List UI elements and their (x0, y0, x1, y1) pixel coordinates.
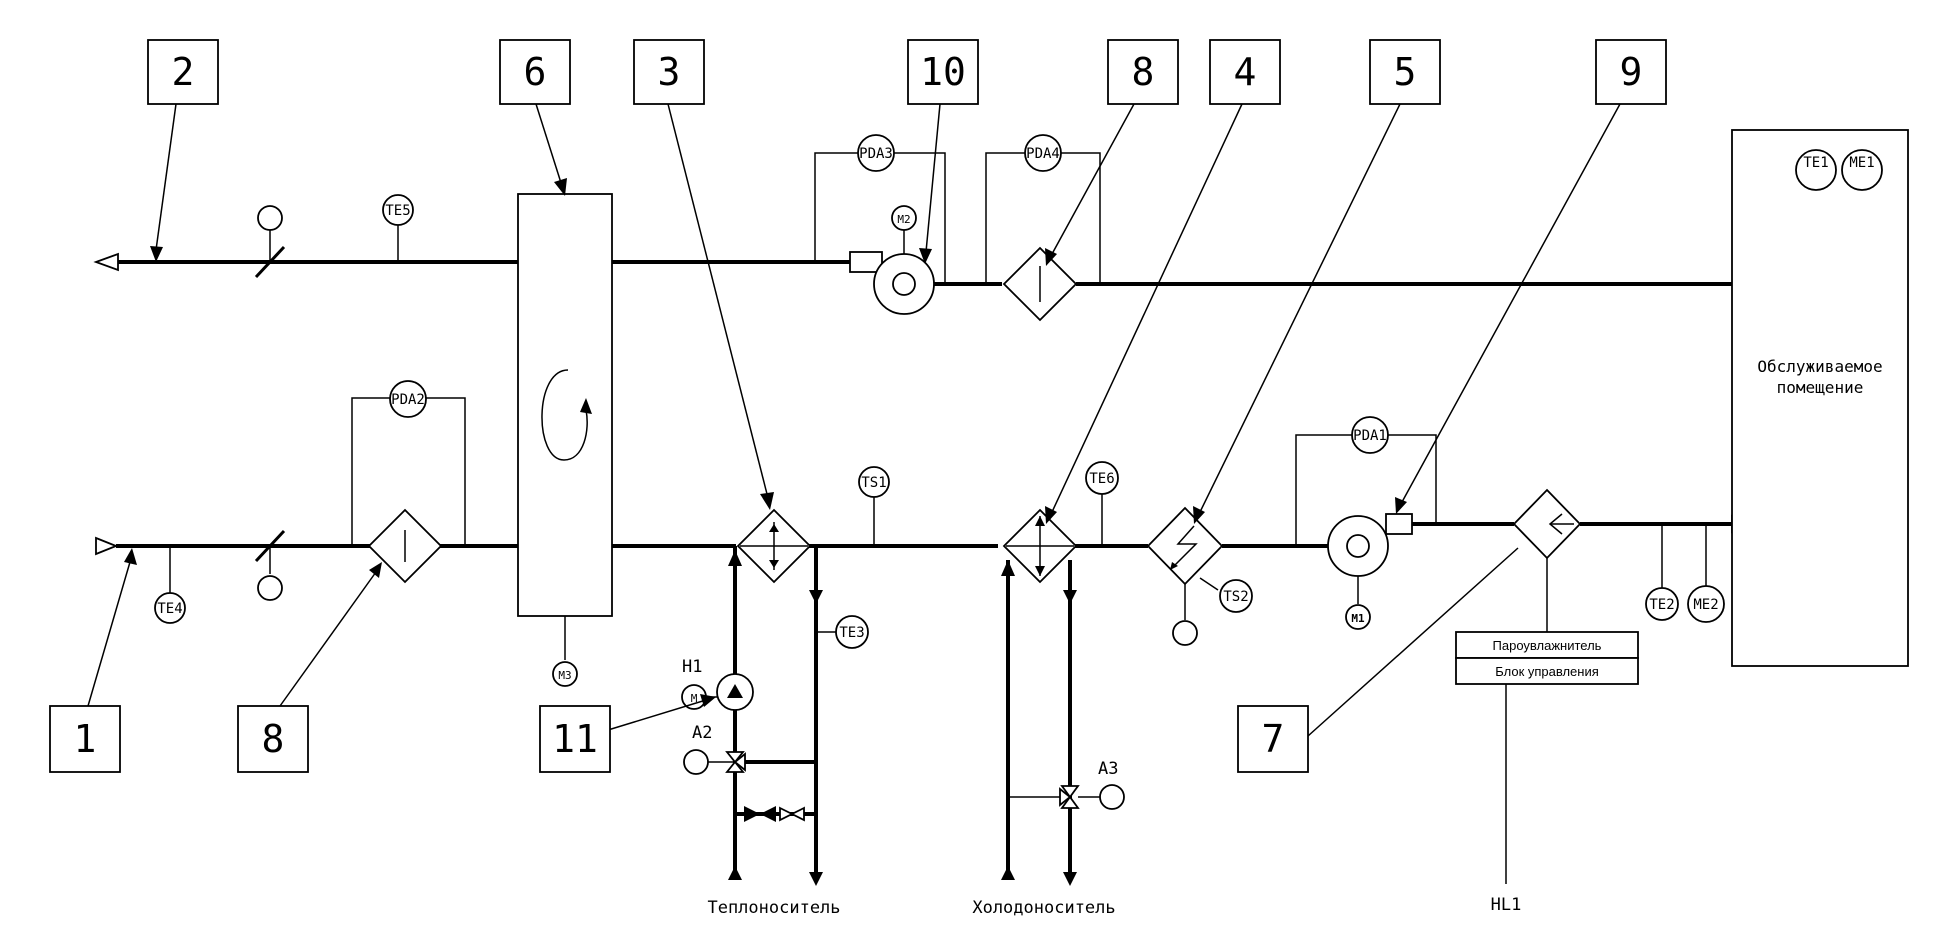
callout-2: 2 (147, 39, 219, 105)
svg-text:10: 10 (920, 50, 966, 94)
exhaust-duct (93, 252, 1753, 294)
callout-8-bottom: 8 (237, 705, 309, 773)
callout-5: 5 (1369, 39, 1441, 105)
callout-9: 9 (1595, 39, 1667, 105)
supply-fan: PDA1 M1 (1295, 416, 1437, 630)
served-room: Обслуживаемое помещение TE1 ME1 (1731, 129, 1909, 667)
svg-text:6: 6 (524, 50, 547, 94)
svg-text:11: 11 (552, 717, 598, 761)
heat-carrier-label: Теплоноситель (707, 898, 840, 918)
sensor-te2-label: TE2 (1649, 597, 1674, 613)
callout-11: 11 (539, 705, 611, 773)
svg-text:4: 4 (1234, 50, 1257, 94)
callout-10: 10 (907, 39, 979, 105)
exhaust-fan: PDA3 M2 (814, 134, 946, 315)
svg-text:2: 2 (172, 50, 195, 94)
exhaust-filter: PDA4 (985, 134, 1101, 322)
sensor-me1-label: ME1 (1849, 155, 1874, 171)
sensor-te5: TE5 (382, 194, 414, 262)
callout-7: 7 (1237, 705, 1309, 773)
sensor-pda1-label: PDA1 (1353, 428, 1387, 444)
supply-filter: PDA2 (351, 380, 466, 584)
electric-heater: TS2 (1146, 506, 1253, 646)
sensor-te3: TE3 (816, 615, 869, 649)
three-way-valve-a3: A3 (1059, 759, 1125, 810)
svg-text:9: 9 (1620, 50, 1643, 94)
bypass-valves (735, 806, 816, 822)
sensor-pda3-label: PDA3 (859, 146, 893, 162)
motor-m1-label: M1 (1351, 612, 1365, 625)
sensor-te3-label: TE3 (839, 625, 864, 641)
callout-4: 4 (1209, 39, 1281, 105)
valve-a3-label: A3 (1098, 759, 1118, 779)
svg-text:5: 5 (1394, 50, 1417, 94)
svg-text:7: 7 (1262, 717, 1285, 761)
svg-text:8: 8 (262, 717, 285, 761)
three-way-valve-a2: A2 (683, 723, 816, 775)
callout-8-top: 8 (1107, 39, 1179, 105)
sensor-te4: TE4 (154, 546, 186, 624)
svg-text:3: 3 (658, 50, 681, 94)
room-label-line2: помещение (1777, 378, 1864, 397)
sensor-te5-label: TE5 (385, 203, 410, 219)
hl1-label: HL1 (1491, 895, 1522, 915)
svg-text:1: 1 (74, 717, 97, 761)
callout-1: 1 (49, 705, 121, 773)
water-cooler (1001, 508, 1078, 886)
sensor-pda4-label: PDA4 (1026, 146, 1060, 162)
control-unit-label: Блок управления (1495, 664, 1599, 679)
sensor-me2-label: ME2 (1693, 597, 1718, 613)
callout-3: 3 (633, 39, 705, 105)
pump-h1-label: H1 (682, 657, 702, 677)
motor-m3-label: M3 (558, 669, 571, 682)
room-label-line1: Обслуживаемое (1757, 357, 1882, 376)
exhaust-damper (254, 205, 286, 279)
callout-leaders (87, 103, 1621, 737)
valve-a2-label: A2 (692, 723, 712, 743)
sensor-te4-label: TE4 (157, 601, 182, 617)
sensor-te2-me2: TE2 ME2 (1645, 524, 1725, 623)
steam-humidifier: Пароувлажнитель Блок управления HL1 (1455, 488, 1639, 915)
svg-text:8: 8 (1132, 50, 1155, 94)
sensor-ts2-label: TS2 (1223, 589, 1248, 605)
pump-motor-label: M (691, 692, 698, 705)
sensor-te6: TE6 (1085, 461, 1119, 546)
rotary-heat-exchanger: M3 (517, 193, 613, 687)
callout-6: 6 (499, 39, 571, 105)
sensor-pda2-label: PDA2 (391, 392, 425, 408)
supply-damper (254, 529, 286, 601)
sensor-ts1-label: TS1 (861, 475, 886, 491)
circulation-pump-h1: M H1 (681, 657, 754, 711)
sensor-te6-label: TE6 (1089, 471, 1114, 487)
cold-carrier-label: Холодоноситель (972, 898, 1115, 918)
sensor-te1-label: TE1 (1803, 155, 1828, 171)
motor-m2-label: M2 (897, 213, 910, 226)
sensor-ts1: TS1 (858, 466, 890, 546)
humidifier-label: Пароувлажнитель (1493, 638, 1602, 653)
supply-duct (95, 514, 1755, 556)
